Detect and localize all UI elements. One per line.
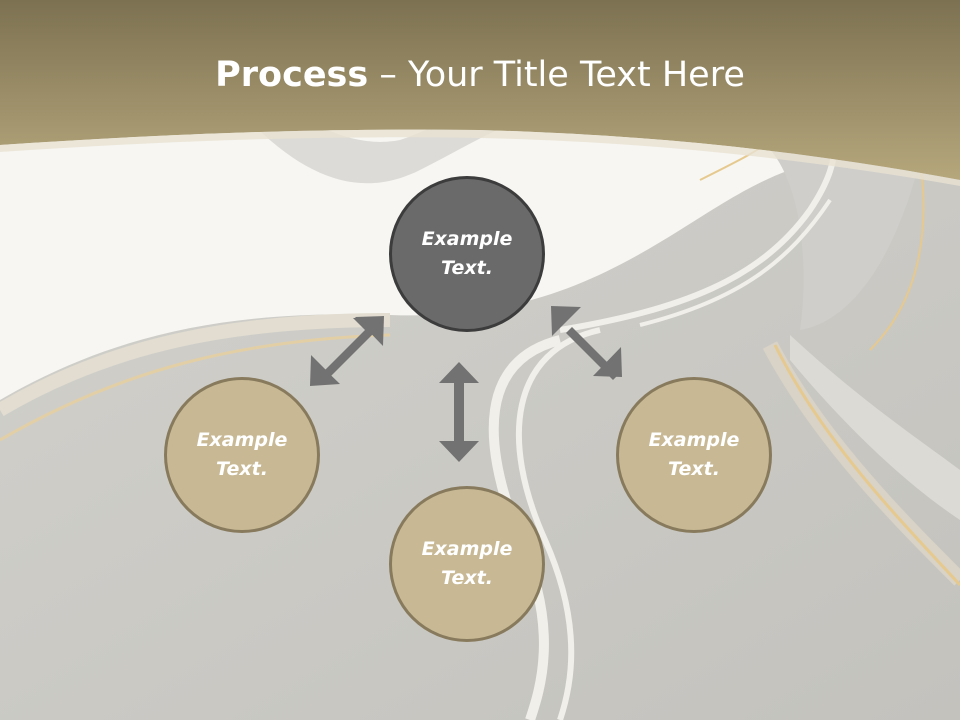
road-edge-line-far (869, 159, 925, 351)
road-right (760, 140, 920, 330)
slide-title: Process – Your Title Text Here (0, 52, 960, 98)
center-node-line2: Text. (441, 257, 493, 279)
left-node-line2: Text. (216, 458, 268, 480)
road-barrier-right (790, 335, 960, 520)
right-node: Example Text. (616, 377, 772, 533)
lane-line-4 (639, 198, 832, 327)
center-node: Example Text. (389, 176, 545, 332)
lane-line-2 (515, 327, 601, 720)
left-node: Example Text. (164, 377, 320, 533)
lane-line-3 (559, 139, 838, 333)
header-band (0, 0, 960, 180)
left-node-line1: Example (196, 429, 288, 451)
right-node-line1: Example (648, 429, 740, 451)
title-rest: – Your Title Text Here (368, 55, 745, 95)
road-edge-left (0, 313, 391, 417)
bottom-node-line2: Text. (441, 567, 493, 589)
bottom-node-line1: Example (421, 538, 513, 560)
bottom-node: Example Text. (389, 486, 545, 642)
right-node-line2: Text. (668, 458, 720, 480)
road-surface (0, 150, 960, 720)
road-edge-line-right (773, 344, 960, 587)
center-node-line1: Example (421, 228, 513, 250)
title-bold: Process (215, 55, 369, 95)
